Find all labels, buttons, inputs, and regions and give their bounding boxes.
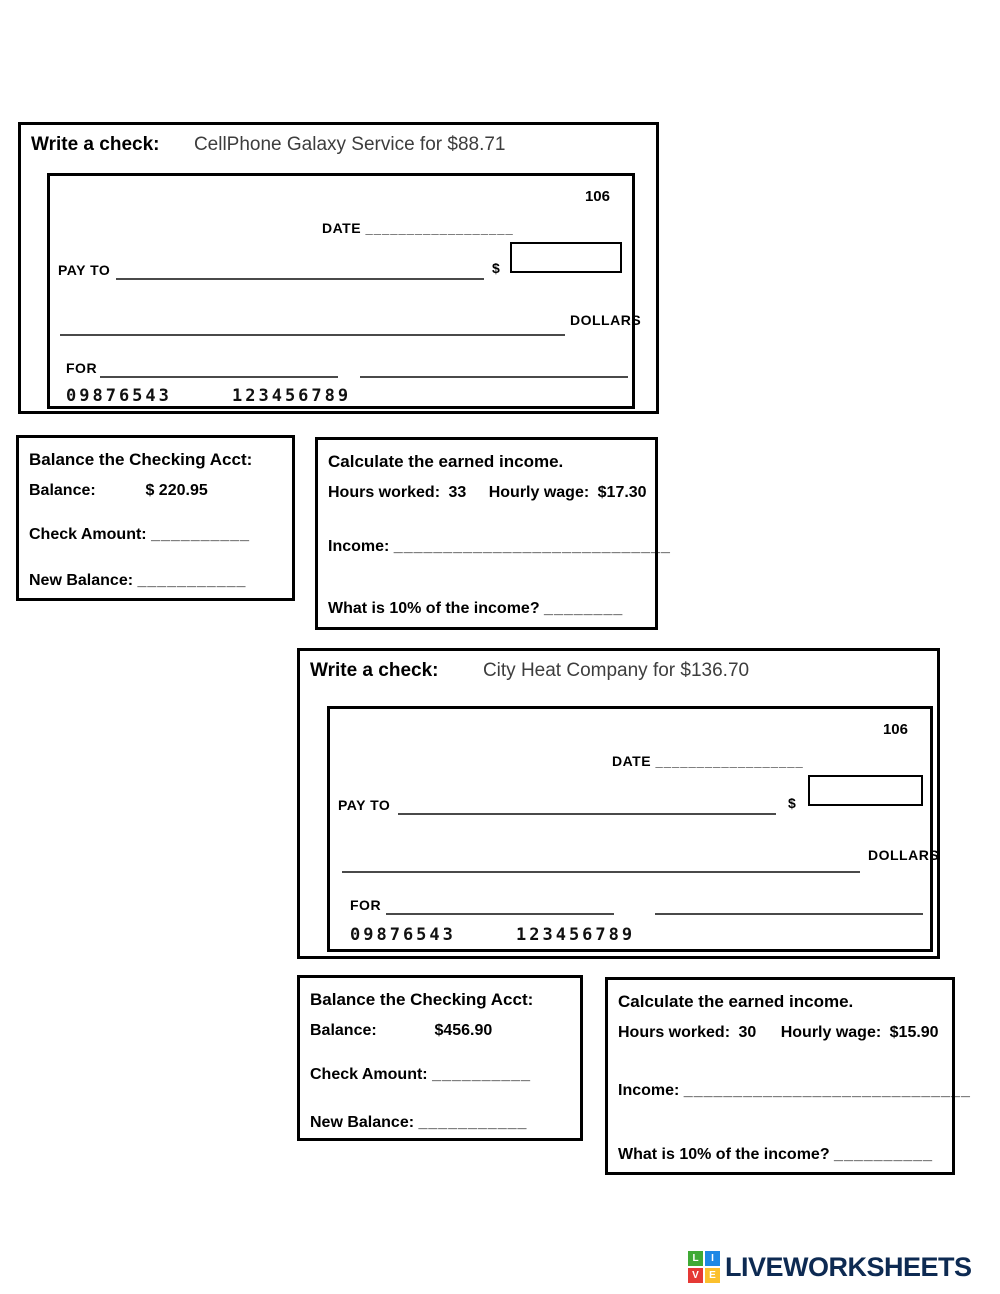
new-balance-label: New Balance:	[310, 1114, 415, 1131]
hours-worked-value: 30	[738, 1024, 757, 1041]
liveworksheets-logo-icon: L I V E	[688, 1251, 720, 1283]
balance-value: $ 220.95	[145, 482, 208, 499]
date-row: DATE __________________	[322, 220, 514, 238]
amount-box[interactable]	[808, 775, 923, 806]
pay-to-label: PAY TO	[58, 262, 111, 278]
check-payee-text: City Heat Company for $136.70	[482, 660, 750, 681]
income-blank[interactable]: ____________________________	[393, 538, 671, 555]
logo-square-v: V	[688, 1268, 703, 1283]
balance-value: $456.90	[434, 1022, 493, 1039]
write-check-label: Write a check:	[310, 660, 439, 681]
balance-box-1: Balance the Checking Acct: Balance: $ 22…	[16, 435, 295, 601]
balance-row: Balance: $456.90	[310, 1022, 492, 1040]
dollar-sign: $	[492, 260, 501, 276]
check-amount-row: Check Amount: __________	[29, 526, 250, 544]
memo-line[interactable]	[100, 376, 338, 378]
blank-check-2: 106 DATE __________________ PAY TO $ DOL…	[327, 706, 939, 952]
hours-worked-value: 33	[448, 484, 467, 501]
check-amount-blank[interactable]: __________	[151, 526, 251, 543]
balance-title: Balance the Checking Acct:	[310, 990, 534, 1009]
hours-worked-label: Hours worked:	[618, 1024, 731, 1041]
new-balance-blank[interactable]: ___________	[137, 572, 247, 589]
routing-number: 09876543	[66, 386, 172, 406]
hourly-wage-label: Hourly wage:	[780, 1024, 882, 1041]
date-blank[interactable]: __________________	[655, 754, 804, 769]
income-box-2: Calculate the earned income. Hours worke…	[605, 977, 970, 1175]
ten-percent-row: What is 10% of the income? ________	[328, 600, 623, 618]
amount-words-line[interactable]	[342, 871, 860, 873]
amount-box[interactable]	[510, 242, 622, 273]
income-label: Income:	[328, 538, 390, 555]
account-number: 123456789	[232, 386, 352, 406]
dollar-sign: $	[788, 795, 797, 811]
hours-wage-row: Hours worked: 30 Hourly wage: $15.90	[618, 1024, 939, 1042]
logo-square-l: L	[688, 1251, 703, 1266]
dollars-label: DOLLARS	[868, 847, 940, 863]
hours-worked-label: Hours worked:	[328, 484, 441, 501]
balance-box-2: Balance the Checking Acct: Balance: $456…	[297, 975, 583, 1141]
date-label: DATE	[322, 220, 362, 236]
new-balance-row: New Balance: ___________	[310, 1114, 527, 1132]
income-blank[interactable]: _____________________________	[683, 1082, 971, 1099]
balance-label: Balance:	[310, 1022, 377, 1039]
new-balance-label: New Balance:	[29, 572, 134, 589]
check-number: 106	[882, 721, 908, 738]
memo-line[interactable]	[386, 913, 614, 915]
check-amount-label: Check Amount:	[310, 1066, 428, 1083]
hourly-wage-value: $15.90	[889, 1024, 939, 1041]
balance-label: Balance:	[29, 482, 96, 499]
liveworksheets-brand-link[interactable]: L I V E LIVEWORKSHEETS	[688, 1251, 972, 1283]
signature-line[interactable]	[655, 913, 923, 915]
new-balance-row: New Balance: ___________	[29, 572, 246, 590]
new-balance-blank[interactable]: ___________	[418, 1114, 528, 1131]
blank-check-1: 106 DATE __________________ PAY TO $ DOL…	[47, 173, 641, 409]
balance-title: Balance the Checking Acct:	[29, 450, 253, 469]
write-check-label: Write a check:	[31, 134, 160, 155]
dollars-label: DOLLARS	[570, 312, 642, 328]
check-number: 106	[584, 188, 610, 205]
amount-words-line[interactable]	[60, 334, 565, 336]
hourly-wage-value: $17.30	[597, 484, 647, 501]
income-row: Income: ____________________________	[328, 538, 671, 556]
check-amount-label: Check Amount:	[29, 526, 147, 543]
check-header-1: Write a check: CellPhone Galaxy Service …	[31, 134, 506, 156]
hourly-wage-label: Hourly wage:	[488, 484, 590, 501]
for-label: FOR	[350, 897, 382, 913]
signature-line[interactable]	[360, 376, 628, 378]
income-row: Income: _____________________________	[618, 1082, 971, 1100]
check-amount-blank[interactable]: __________	[432, 1066, 532, 1083]
pay-to-label: PAY TO	[338, 797, 391, 813]
date-blank[interactable]: __________________	[365, 221, 514, 236]
pay-to-line[interactable]	[116, 278, 484, 280]
check-section-1: Write a check: CellPhone Galaxy Service …	[18, 122, 659, 414]
ten-percent-row: What is 10% of the income? __________	[618, 1146, 933, 1164]
income-title: Calculate the earned income.	[328, 452, 564, 471]
logo-square-i: I	[705, 1251, 720, 1266]
account-number: 123456789	[516, 925, 636, 945]
ten-percent-blank[interactable]: ________	[544, 600, 624, 617]
income-title: Calculate the earned income.	[618, 992, 854, 1011]
check-section-2: Write a check: City Heat Company for $13…	[297, 648, 940, 959]
income-box-1: Calculate the earned income. Hours worke…	[315, 437, 670, 630]
date-label: DATE	[612, 753, 652, 769]
for-label: FOR	[66, 360, 98, 376]
ten-percent-blank[interactable]: __________	[834, 1146, 934, 1163]
ten-percent-question: What is 10% of the income?	[618, 1146, 830, 1163]
routing-number: 09876543	[350, 925, 456, 945]
check-amount-row: Check Amount: __________	[310, 1066, 531, 1084]
check-header-2: Write a check: City Heat Company for $13…	[310, 660, 749, 682]
hours-wage-row: Hours worked: 33 Hourly wage: $17.30	[328, 484, 647, 502]
brand-text: LIVEWORKSHEETS	[725, 1251, 972, 1282]
balance-row: Balance: $ 220.95	[29, 482, 208, 500]
check-payee-text: CellPhone Galaxy Service for $88.71	[193, 134, 506, 155]
ten-percent-question: What is 10% of the income?	[328, 600, 540, 617]
pay-to-line[interactable]	[398, 813, 776, 815]
income-label: Income:	[618, 1082, 680, 1099]
logo-square-e: E	[705, 1268, 720, 1283]
date-row: DATE __________________	[612, 753, 804, 771]
